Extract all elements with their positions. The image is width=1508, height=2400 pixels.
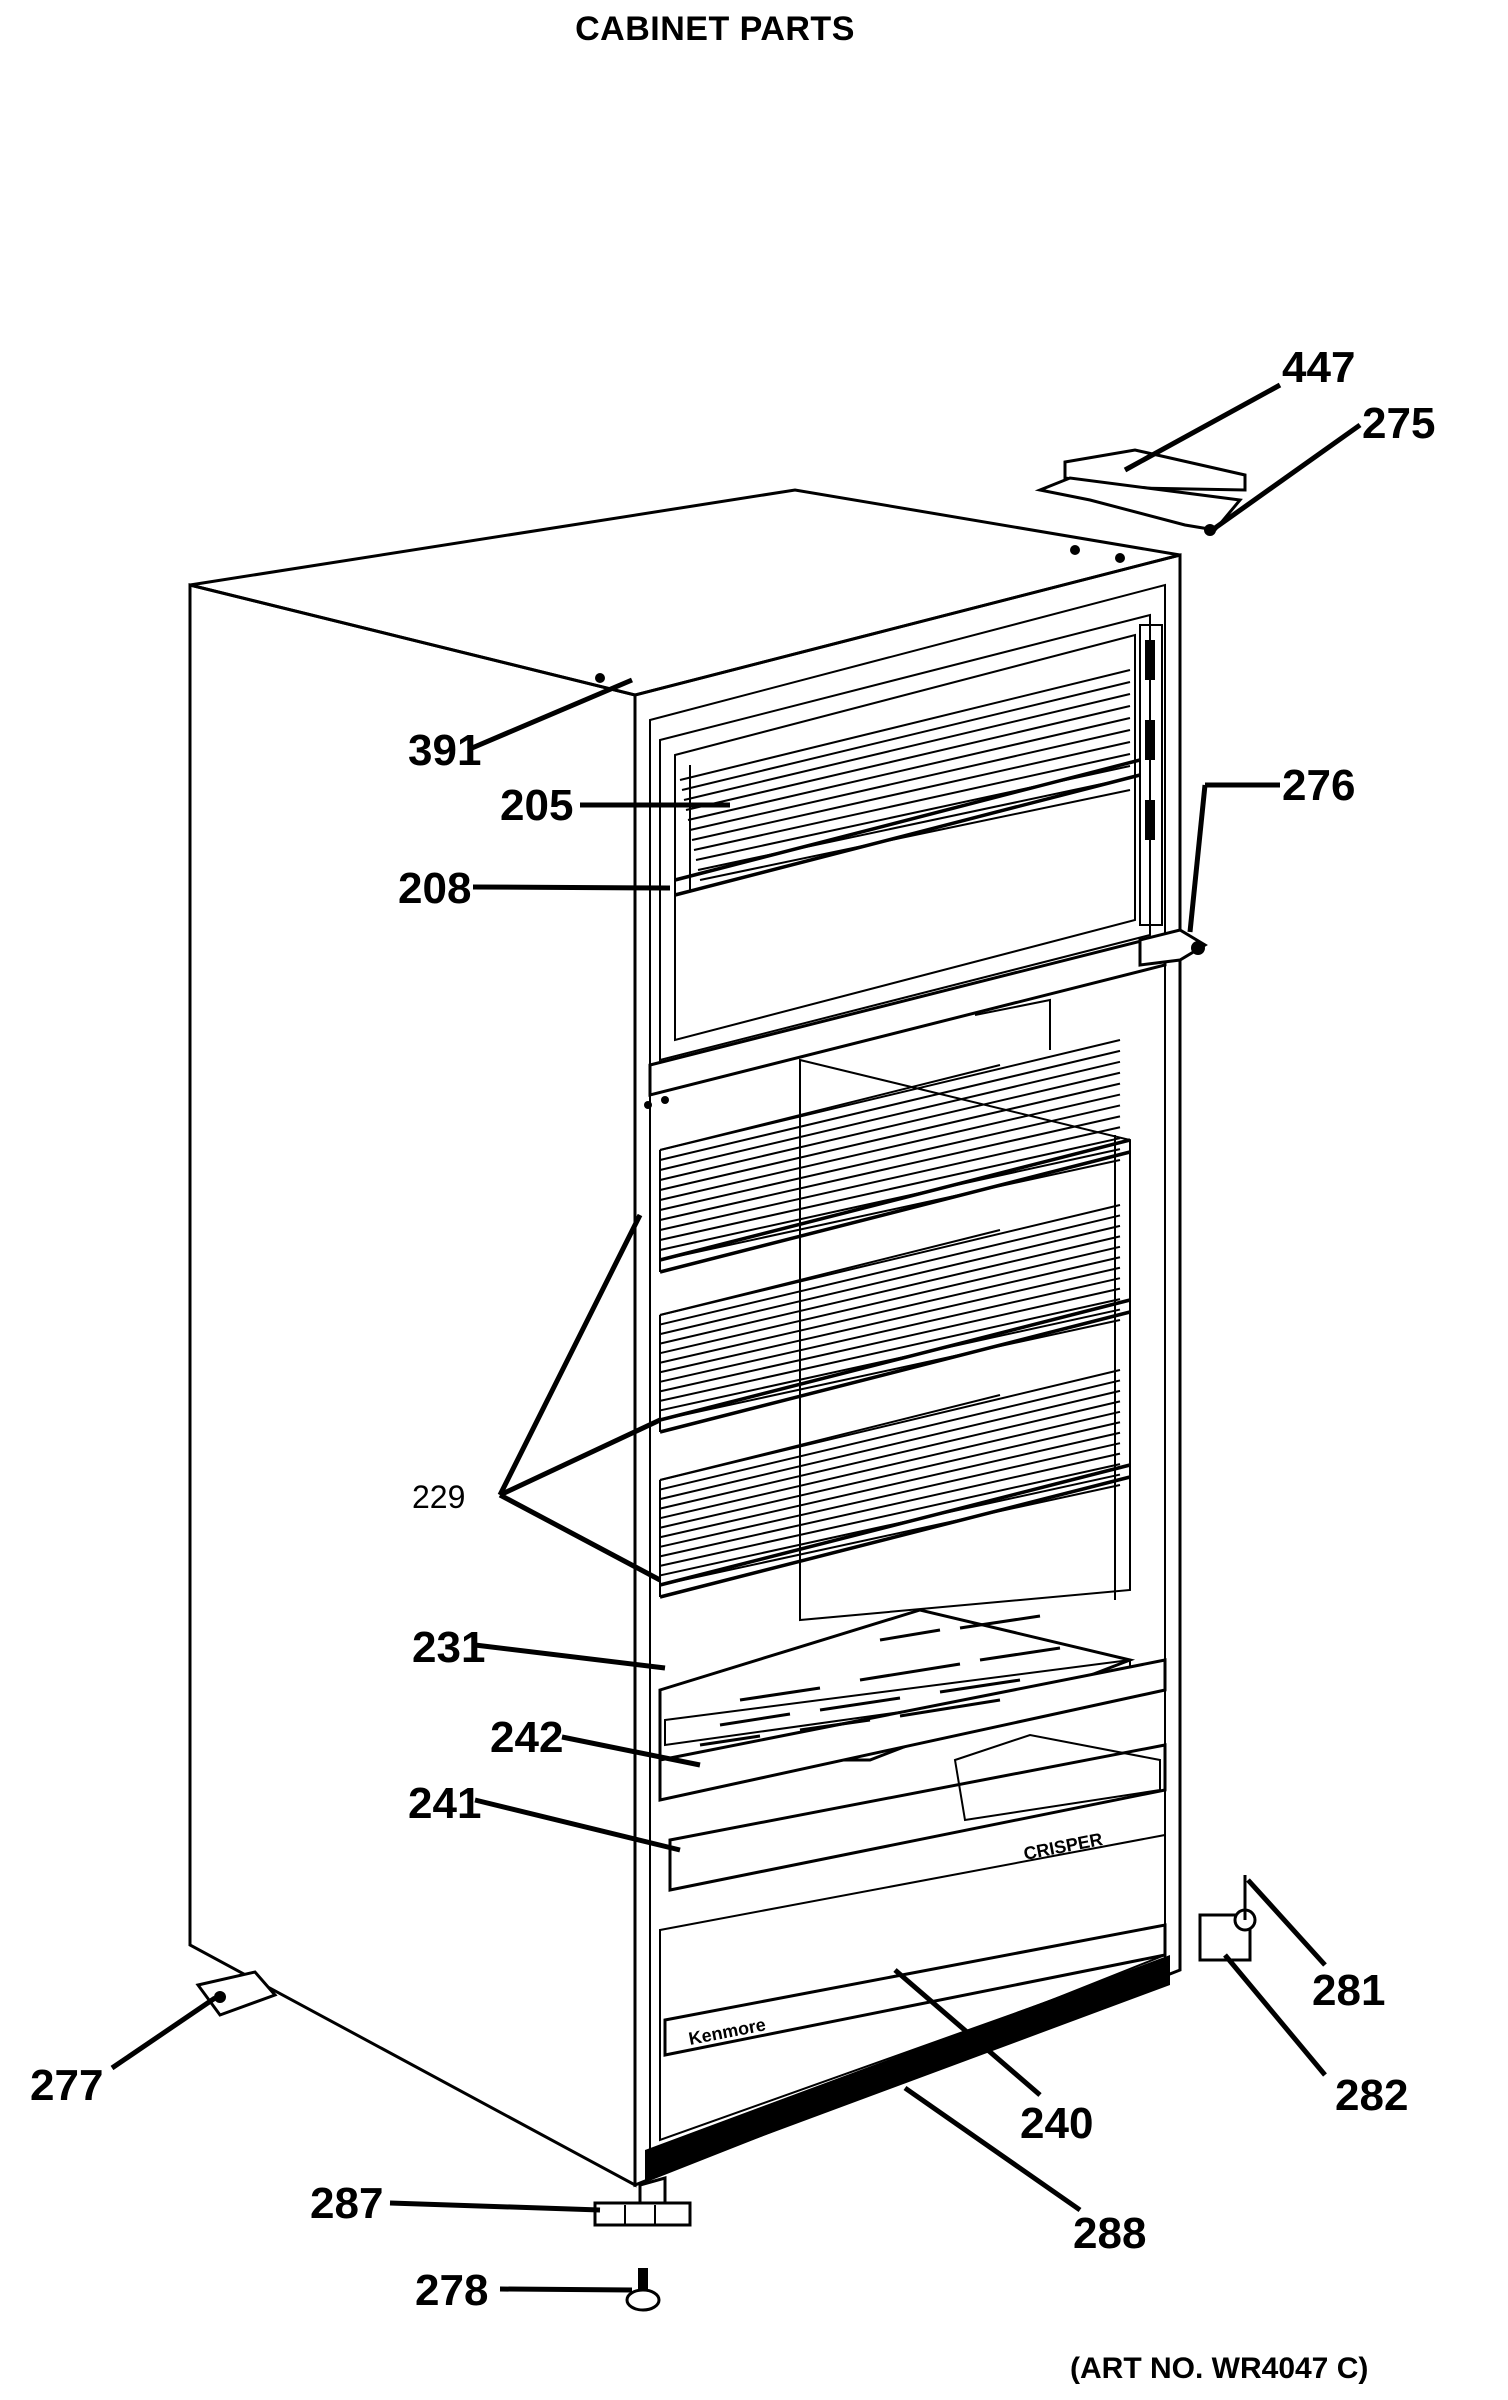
wire: [681, 681, 1131, 791]
leveling-leg-part: [625, 2268, 661, 2312]
leveling-bracket-part: [195, 1970, 278, 2017]
wire: [659, 1452, 1121, 1558]
fresh-food-shelves: [659, 1039, 1131, 1599]
wire: [659, 1421, 1121, 1529]
wire: [683, 693, 1131, 801]
leader-lines: [110, 382, 1362, 2293]
wire: [659, 1410, 1121, 1520]
wire: [659, 1319, 1121, 1421]
wire: [659, 1137, 1121, 1241]
wire: [659, 1484, 1121, 1586]
wire: [659, 1442, 1121, 1548]
wire: [659, 1369, 1121, 1481]
wire: [659, 1463, 1131, 1587]
callout-277: 277: [30, 2061, 103, 2110]
callout-231: 231: [412, 1623, 485, 1672]
wire: [689, 729, 1131, 831]
wire: [659, 1115, 1121, 1221]
crisper-cover: [658, 1608, 1167, 1802]
wire: [659, 1463, 1121, 1567]
wire: [719, 1712, 791, 1727]
callout-276: 276: [1282, 761, 1355, 810]
art-number: (ART NO. WR4047 C): [1070, 2352, 1369, 2385]
fresh-food-compartment: CRISPER Kenmore: [638, 1039, 1170, 2220]
bottom-hinge-part: [1198, 1875, 1257, 1962]
wire: [659, 1148, 1121, 1251]
wire: [659, 1126, 1121, 1231]
wire: [659, 1060, 1121, 1171]
callout-282: 282: [1335, 2071, 1408, 2120]
wire: [659, 1214, 1121, 1326]
callout-287: 287: [310, 2179, 383, 2228]
callout-288: 288: [1073, 2209, 1146, 2258]
callout-208: 208: [398, 864, 471, 913]
wire: [659, 1049, 1121, 1161]
wire: [659, 1277, 1121, 1383]
center-hinge-part: [1138, 928, 1208, 967]
callout-242: 242: [490, 1713, 563, 1762]
roller-part: [593, 2201, 692, 2227]
wire: [693, 753, 1131, 851]
callout-275: 275: [1362, 399, 1435, 448]
wire: [879, 1628, 941, 1642]
wire: [939, 1678, 1021, 1694]
wire: [659, 1150, 1131, 1274]
callout-241: 241: [408, 1779, 481, 1828]
hinge-cover-part: [1034, 448, 1247, 536]
wire: [659, 1039, 1121, 1151]
wire: [695, 765, 1131, 861]
wire: [659, 1235, 1121, 1345]
wire: [687, 717, 1131, 821]
wire: [659, 1256, 1121, 1364]
wire: [697, 777, 1131, 871]
wire: [819, 1696, 901, 1712]
wire: [691, 741, 1131, 841]
wire: [659, 1224, 1121, 1336]
wire: [959, 1614, 1041, 1630]
wire: [659, 1379, 1121, 1491]
callout-240: 240: [1020, 2099, 1093, 2148]
wire: [659, 1400, 1121, 1510]
wire: [659, 1431, 1121, 1539]
wire: [739, 1686, 821, 1702]
wire: [659, 1308, 1121, 1412]
wire: [659, 1310, 1131, 1434]
freezer-shelf: [674, 669, 1141, 897]
wire: [659, 1071, 1121, 1181]
wire: [659, 1298, 1121, 1402]
freezer-compartment: [644, 613, 1167, 1109]
wire: [659, 1082, 1121, 1191]
wire: [659, 1093, 1121, 1201]
wire: [799, 1718, 871, 1732]
diagram-title: CABINET PARTS: [575, 10, 855, 48]
wire: [659, 1475, 1131, 1599]
wire: [659, 1287, 1121, 1393]
wire: [659, 1473, 1121, 1577]
wire: [659, 1159, 1121, 1261]
callout-229: 229: [412, 1479, 465, 1515]
wire: [659, 1138, 1131, 1262]
wire: [899, 1698, 1001, 1718]
callout-labels: 447 275 391 205 208 276 229 231 242 241 …: [30, 343, 1435, 2315]
wire: [659, 1298, 1131, 1422]
wire: [699, 1734, 761, 1747]
callout-447: 447: [1282, 343, 1355, 392]
callout-281: 281: [1312, 1966, 1385, 2015]
wire: [699, 789, 1131, 881]
callout-391: 391: [408, 726, 481, 775]
wire: [859, 1662, 961, 1682]
wire: [679, 669, 1131, 781]
wire: [979, 1646, 1061, 1662]
wire: [659, 1245, 1121, 1355]
wire: [659, 1266, 1121, 1374]
callout-205: 205: [500, 781, 573, 830]
wire: [685, 705, 1131, 811]
wire: [659, 1389, 1121, 1501]
wire: [659, 1104, 1121, 1211]
wire: [659, 1204, 1121, 1316]
callout-278: 278: [415, 2266, 488, 2315]
